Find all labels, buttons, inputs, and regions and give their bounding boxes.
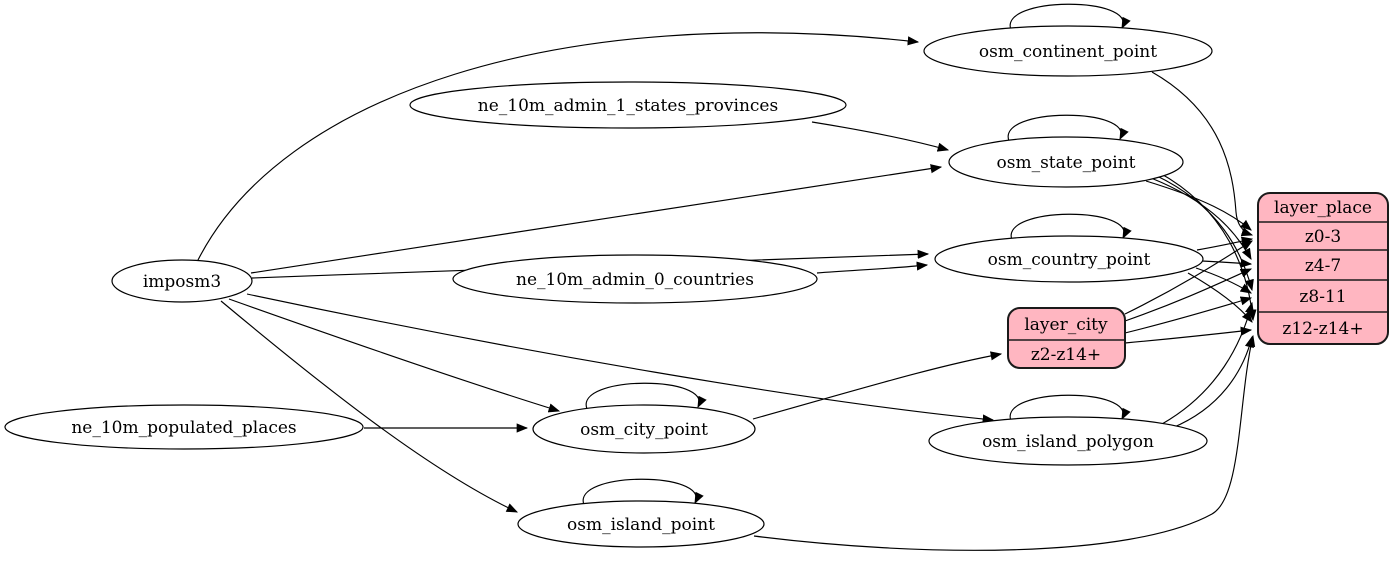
record-row-layer-place-z4-7: z4-7 bbox=[1305, 256, 1341, 276]
record-layer-place: layer_place z0-3 z4-7 z8-11 z12-z14+ bbox=[1257, 192, 1389, 345]
record-row-layer-place-z0-3: z0-3 bbox=[1305, 227, 1341, 247]
record-row-layer-place-z12-z14: z12-z14+ bbox=[1282, 319, 1363, 339]
edge-osm-country-point-layer-place-z0-3 bbox=[1196, 236, 1254, 251]
node-ne-10m-admin-1-states-provinces: ne_10m_admin_1_states_provinces bbox=[409, 81, 847, 129]
selfloop-osm-continent-point bbox=[1009, 3, 1131, 31]
selfloop-osm-country-point bbox=[1010, 213, 1132, 241]
edge-osm-island-polygon-layer-place-z12-z14 bbox=[1171, 335, 1254, 429]
node-osm-city-point: osm_city_point bbox=[532, 404, 756, 454]
node-ne-10m-admin-0-countries: ne_10m_admin_0_countries bbox=[452, 254, 818, 304]
node-label-ne-10m-admin-1-states-provinces: ne_10m_admin_1_states_provinces bbox=[478, 96, 778, 116]
edge-osm-island-polygon-layer-place-z8-11 bbox=[1161, 301, 1254, 425]
node-label-ne-10m-populated-places: ne_10m_populated_places bbox=[71, 418, 296, 438]
edge-imposm3-osm-island-point bbox=[220, 300, 519, 513]
record-row-layer-place-z8-11: z8-11 bbox=[1299, 287, 1346, 307]
edge-ne-10m-admin-0-osm-country-point bbox=[816, 261, 929, 274]
edge-osm-state-point-layer-place-z0-3 bbox=[1145, 180, 1252, 231]
node-osm-state-point: osm_state_point bbox=[948, 136, 1184, 188]
record-title-layer-place: layer_place bbox=[1274, 198, 1372, 218]
node-label-ne-10m-admin-0-countries: ne_10m_admin_0_countries bbox=[516, 270, 754, 290]
edge-osm-country-point-layer-place-z4-7 bbox=[1201, 258, 1253, 268]
node-ne-10m-populated-places: ne_10m_populated_places bbox=[4, 404, 364, 450]
selfloop-osm-city-point bbox=[585, 382, 707, 410]
record-title-layer-city: layer_city bbox=[1024, 315, 1108, 335]
edge-imposm3-osm-city-point bbox=[228, 298, 561, 413]
node-label-osm-state-point: osm_state_point bbox=[997, 153, 1136, 173]
edge-layer-city-layer-place-z0-3 bbox=[1124, 240, 1253, 315]
edge-osm-state-point-layer-place-z4-7 bbox=[1150, 177, 1252, 261]
node-label-osm-city-point: osm_city_point bbox=[580, 420, 708, 440]
edge-osm-city-point-layer-city-z2-z14 bbox=[752, 351, 1003, 420]
edge-imposm3-osm-island-polygon bbox=[246, 293, 995, 424]
edge-imposm3-osm-continent-point bbox=[196, 32, 920, 263]
edge-osm-country-point-layer-place-z12-z14 bbox=[1187, 272, 1253, 323]
node-label-imposm3: imposm3 bbox=[143, 272, 221, 292]
selfloop-osm-island-polygon bbox=[1009, 394, 1131, 422]
record-layer-city: layer_city z2-z14+ bbox=[1007, 307, 1126, 369]
edge-osm-island-point-layer-place-z12-z14 bbox=[753, 334, 1256, 551]
node-label-osm-island-polygon: osm_island_polygon bbox=[982, 432, 1154, 452]
edge-layer-city-layer-place-z8-11 bbox=[1124, 296, 1253, 334]
edge-layer-city-layer-place-z12-z14 bbox=[1124, 326, 1253, 344]
node-osm-country-point: osm_country_point bbox=[934, 235, 1204, 283]
selfloop-osm-state-point bbox=[1007, 114, 1129, 142]
edges bbox=[196, 3, 1257, 551]
record-row-layer-city-z2-z14: z2-z14+ bbox=[1031, 345, 1101, 365]
node-label-osm-continent-point: osm_continent_point bbox=[979, 42, 1157, 62]
node-osm-continent-point: osm_continent_point bbox=[923, 25, 1213, 77]
node-imposm3: imposm3 bbox=[111, 259, 253, 303]
edge-ne-10m-admin-1-osm-state-point bbox=[811, 121, 950, 152]
node-osm-island-point: osm_island_point bbox=[517, 500, 765, 548]
edge-osm-country-point-layer-place-z8-11 bbox=[1195, 267, 1252, 294]
selfloop-osm-island-point bbox=[582, 478, 704, 506]
node-label-osm-island-point: osm_island_point bbox=[567, 515, 715, 535]
node-osm-island-polygon: osm_island_polygon bbox=[928, 416, 1208, 466]
node-label-osm-country-point: osm_country_point bbox=[988, 250, 1151, 270]
edge-layer-city-layer-place-z4-7 bbox=[1124, 268, 1253, 322]
